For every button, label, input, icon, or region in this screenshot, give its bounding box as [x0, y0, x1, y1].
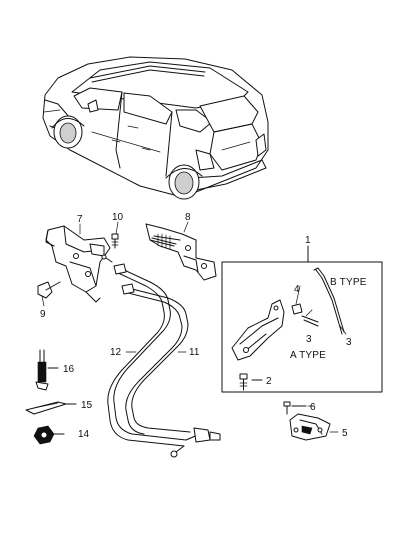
callout-labels: 1 2 3 3 4 5 6 7 8 9 10 11 12 14 15 16 B …: [40, 212, 367, 440]
callout-9: 9: [40, 309, 46, 320]
part-2-bolt: [239, 373, 263, 391]
callout-8: 8: [185, 212, 191, 223]
label-b-type: B TYPE: [330, 277, 367, 288]
part-8-hood-latch: [145, 223, 217, 281]
callout-1: 1: [305, 235, 311, 246]
part-15-strap: [25, 401, 77, 415]
part-7-hood-latch: [45, 225, 111, 303]
callout-4: 4: [294, 284, 300, 295]
callout-10: 10: [112, 212, 124, 223]
callout-11: 11: [189, 347, 200, 358]
part-9-clip: [37, 281, 61, 299]
label-a-type: A TYPE: [290, 350, 326, 361]
part-16-support-rod: [35, 349, 59, 391]
leader-lines: [41, 221, 347, 433]
callout-12: 12: [110, 347, 122, 358]
callout-14: 14: [78, 429, 90, 440]
part-14-grommet: [33, 425, 65, 445]
vehicle-illustration: [42, 56, 269, 200]
callout-15: 15: [81, 400, 93, 411]
callout-3-b-type: 3: [346, 337, 352, 348]
part-6-screw: [283, 401, 307, 415]
callout-16: 16: [63, 364, 75, 375]
callout-6: 6: [310, 402, 316, 413]
callout-7: 7: [77, 214, 83, 225]
callout-3-a-type: 3: [306, 334, 312, 345]
release-cable-assembly: [101, 254, 221, 458]
part-5-trunk-latch: [289, 413, 331, 441]
part-10-bolt: [111, 233, 119, 249]
part-1-assembly-box: [221, 245, 383, 393]
callout-5: 5: [342, 428, 348, 439]
callout-2: 2: [266, 376, 272, 387]
